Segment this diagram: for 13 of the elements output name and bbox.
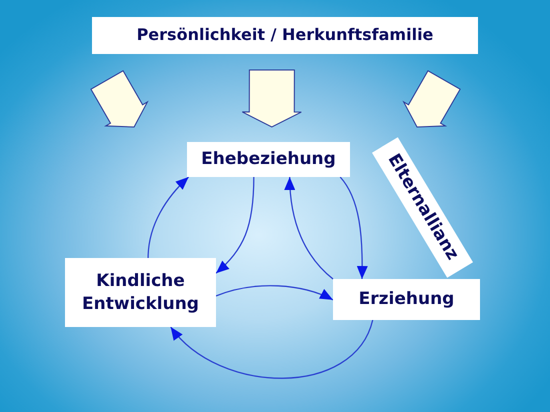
block-arrow	[402, 70, 461, 128]
curved-arrow	[170, 320, 374, 379]
concept-box: Ehebeziehung	[187, 142, 350, 177]
curved-arrow	[340, 176, 368, 280]
block-arrow	[90, 70, 149, 128]
curved-arrow	[216, 285, 334, 300]
heading-banner: Persönlichkeit / Herkunftsfamilie	[92, 17, 478, 54]
curved-arrow	[148, 176, 190, 258]
curved-arrow	[284, 176, 334, 280]
concept-box: Kindliche Entwicklung	[65, 258, 216, 327]
concept-box: Erziehung	[333, 279, 480, 320]
curved-arrow	[216, 176, 254, 274]
block-arrow	[242, 70, 302, 128]
